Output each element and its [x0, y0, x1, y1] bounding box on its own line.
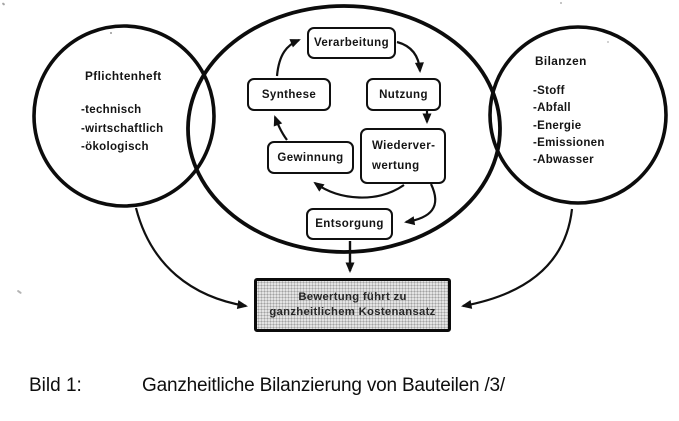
wiederverwertung-line1: Wiederver-	[372, 140, 436, 152]
pflichtenheft-title: Pflichtenheft	[85, 69, 162, 83]
box-gewinnung: Gewinnung	[267, 141, 354, 174]
caption-text: Ganzheitliche Bilanzierung von Bauteilen…	[142, 375, 505, 396]
pflichtenheft-items: -technisch -wirtschaftlich -ökologisch	[81, 101, 163, 157]
bilanzen-item: -Abwasser	[533, 154, 594, 167]
bilanzen-item: -Abfall	[533, 102, 571, 115]
box-wiederverwertung: Wiederver- wertung	[360, 128, 446, 184]
arrow-left-circle-to-result	[134, 207, 248, 310]
scan-speck	[110, 32, 112, 34]
right-circle-outline	[488, 25, 668, 205]
bilanzen-item: -Energie	[533, 119, 582, 132]
lifecycle-ellipse-outline	[186, 4, 502, 254]
caption-label: Bild 1:	[29, 375, 82, 396]
result-line1: Bewertung führt zu	[298, 291, 407, 303]
bilanzen-title: Bilanzen	[535, 54, 587, 68]
arrow-wiederverwertung-to-gewinnung	[313, 181, 405, 199]
arrow-synthese-to-verarbeitung	[275, 38, 301, 77]
pflichtenheft-item: -wirtschaftlich	[81, 122, 164, 135]
box-nutzung: Nutzung	[366, 78, 441, 111]
result-line2: ganzheitlichem Kostenansatz	[269, 306, 436, 318]
bilanzen-item: -Stoff	[533, 85, 565, 97]
arrow-gewinnung-to-synthese	[273, 115, 288, 141]
left-circle-outline	[32, 24, 216, 208]
figure-caption: Bild 1: Ganzheitliche Bilanzierung von B…	[0, 374, 679, 400]
arrow-verarbeitung-to-nutzung	[396, 40, 424, 73]
wiederverwertung-line2: wertung	[372, 160, 420, 172]
box-verarbeitung: Verarbeitung	[307, 27, 396, 59]
scan-speck	[607, 41, 609, 43]
pflichtenheft-item: -technisch	[81, 104, 142, 116]
arrow-right-circle-to-result	[461, 208, 574, 309]
box-result: Bewertung führt zu ganzheitlichem Kosten…	[254, 278, 451, 332]
box-entsorgung: Entsorgung	[306, 208, 393, 240]
arrow-wiederverwertung-to-entsorgung	[404, 183, 437, 226]
box-synthese: Synthese	[247, 78, 331, 111]
bilanzen-group: Bilanzen	[535, 54, 587, 68]
bilanzen-item: -Emissionen	[533, 136, 605, 149]
pflichtenheft-group: Pflichtenheft	[85, 69, 162, 83]
pflichtenheft-item: -ökologisch	[81, 141, 149, 153]
scan-speck	[560, 2, 562, 4]
bilanzen-items: -Stoff -Abfall -Energie -Emissionen -Abw…	[533, 83, 605, 169]
